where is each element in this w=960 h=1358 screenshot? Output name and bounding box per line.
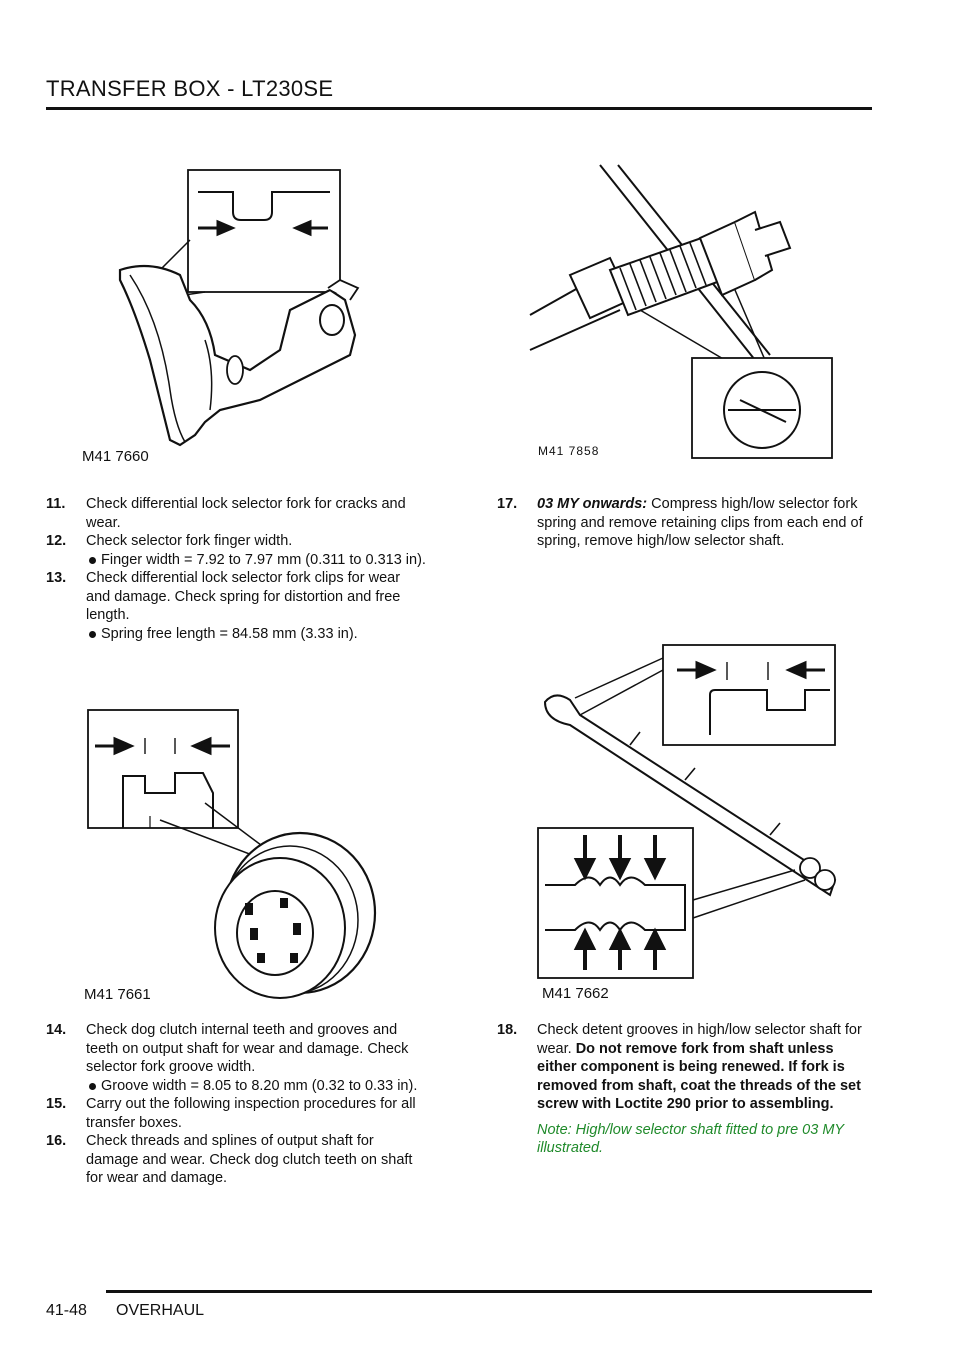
- step-17: 17. 03 MY onwards: Compress high/low sel…: [497, 495, 875, 551]
- step-warning-text: Do not remove fork from shaft unless eit…: [537, 1040, 861, 1113]
- figure-selector-fork: [110, 160, 370, 465]
- step-11: 11. Check differential lock selector for…: [46, 495, 426, 532]
- step-number: 17.: [497, 496, 518, 512]
- step-number: 11.: [46, 496, 66, 512]
- bullet-dot: [89, 556, 96, 564]
- step-number: 12.: [46, 533, 67, 549]
- bullet-text: Finger width = 7.92 to 7.97 mm (0.311 to…: [101, 551, 426, 568]
- step-12: 12. Check selector fork finger width.: [46, 532, 426, 551]
- bullet-text: Groove width = 8.05 to 8.20 mm (0.32 to …: [101, 1077, 418, 1094]
- figure-code-fig3: M41 7661: [82, 986, 153, 1003]
- step-number: 18.: [497, 1022, 518, 1038]
- step-13: 13. Check differential lock selector for…: [46, 569, 426, 625]
- step-number: 15.: [46, 1096, 67, 1112]
- step-15: 15. Carry out the following inspection p…: [46, 1095, 426, 1132]
- step-text: Compress high/low selector fork spring a…: [537, 496, 863, 549]
- figure-code-fig1: M41 7660: [80, 448, 151, 465]
- figure-dog-clutch: [85, 708, 385, 1008]
- footer-rule: [106, 1290, 872, 1293]
- step-text: Check detent grooves in high/low selecto…: [537, 1022, 862, 1057]
- page-header-title: TRANSFER BOX - LT230SE: [46, 76, 334, 101]
- steps-block-4: 18. Check detent grooves in high/low sel…: [497, 1021, 875, 1158]
- figure-code-fig4: M41 7662: [540, 985, 611, 1002]
- step-text: Check differential lock selector fork fo…: [86, 496, 406, 531]
- bullet-dot: [89, 1082, 96, 1090]
- steps-block-3: 14. Check dog clutch internal teeth and …: [46, 1021, 426, 1188]
- step-note: Note: High/low selector shaft fitted to …: [537, 1121, 844, 1157]
- bullet-text: Spring free length = 84.58 mm (3.33 in).: [101, 625, 358, 642]
- step-14: 14. Check dog clutch internal teeth and …: [46, 1021, 426, 1077]
- figure-spring-compressor: [500, 160, 840, 465]
- step-lead: 03 MY onwards:: [537, 496, 648, 512]
- figure-selector-shaft: [535, 640, 845, 980]
- step-16: 16. Check threads and splines of output …: [46, 1132, 426, 1188]
- bullet-finger-width: Finger width = 7.92 to 7.97 mm (0.311 to…: [46, 551, 426, 570]
- footer-section-name: OVERHAUL: [116, 1302, 205, 1319]
- step-text: Check dog clutch internal teeth and groo…: [86, 1022, 409, 1075]
- header-rule: [46, 107, 872, 110]
- step-number: 13.: [46, 570, 67, 586]
- figure-code-fig2: M41 7858: [536, 444, 602, 458]
- steps-block-1: 11. Check differential lock selector for…: [46, 495, 426, 643]
- footer-page-number: 41-48: [46, 1302, 87, 1319]
- bullet-groove-width: Groove width = 8.05 to 8.20 mm (0.32 to …: [46, 1077, 426, 1096]
- step-number: 14.: [46, 1022, 67, 1038]
- step-text: Check threads and splines of output shaf…: [86, 1133, 413, 1186]
- bullet-spring-length: Spring free length = 84.58 mm (3.33 in).: [46, 625, 426, 644]
- bullet-dot: [89, 630, 96, 638]
- steps-block-2: 17. 03 MY onwards: Compress high/low sel…: [497, 495, 875, 551]
- step-text: Check differential lock selector fork cl…: [86, 570, 401, 623]
- step-text: Carry out the following inspection proce…: [86, 1096, 416, 1131]
- step-number: 16.: [46, 1133, 67, 1149]
- step-text: Check selector fork finger width.: [86, 533, 293, 549]
- step-18: 18. Check detent grooves in high/low sel…: [497, 1021, 875, 1114]
